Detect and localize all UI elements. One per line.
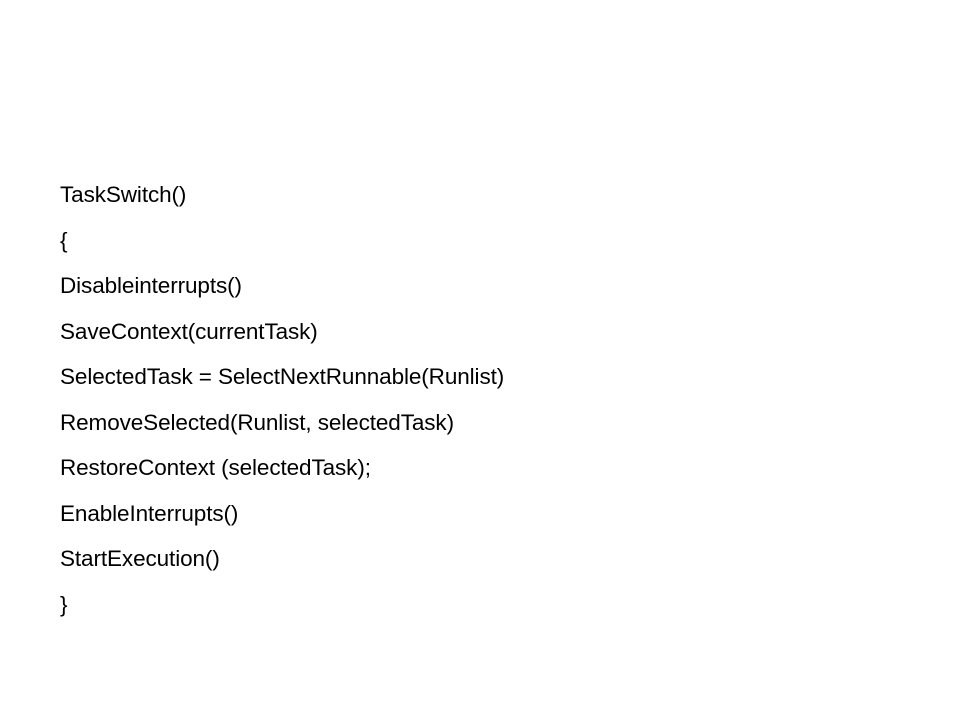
code-line-remove-selected: RemoveSelected(Runlist, selectedTask) bbox=[60, 409, 454, 435]
code-line-save-context: SaveContext(currentTask) bbox=[60, 318, 318, 344]
pseudocode-block: TaskSwitch() { Disableinterrupts() SaveC… bbox=[60, 172, 504, 627]
code-line-select-next: SelectedTask = SelectNextRunnable(Runlis… bbox=[60, 364, 505, 389]
code-line-start-execution: StartExecution() bbox=[60, 546, 220, 571]
code-line-restore-context: RestoreContext (selectedTask); bbox=[60, 455, 371, 480]
code-line-enable-interrupts: EnableInterrupts() bbox=[60, 500, 239, 526]
code-line-function-header: TaskSwitch() bbox=[60, 182, 187, 207]
code-line-open-brace: { bbox=[60, 227, 68, 253]
code-line-disable-interrupts: Disableinterrupts() bbox=[60, 273, 242, 298]
code-line-close-brace: } bbox=[60, 591, 68, 617]
